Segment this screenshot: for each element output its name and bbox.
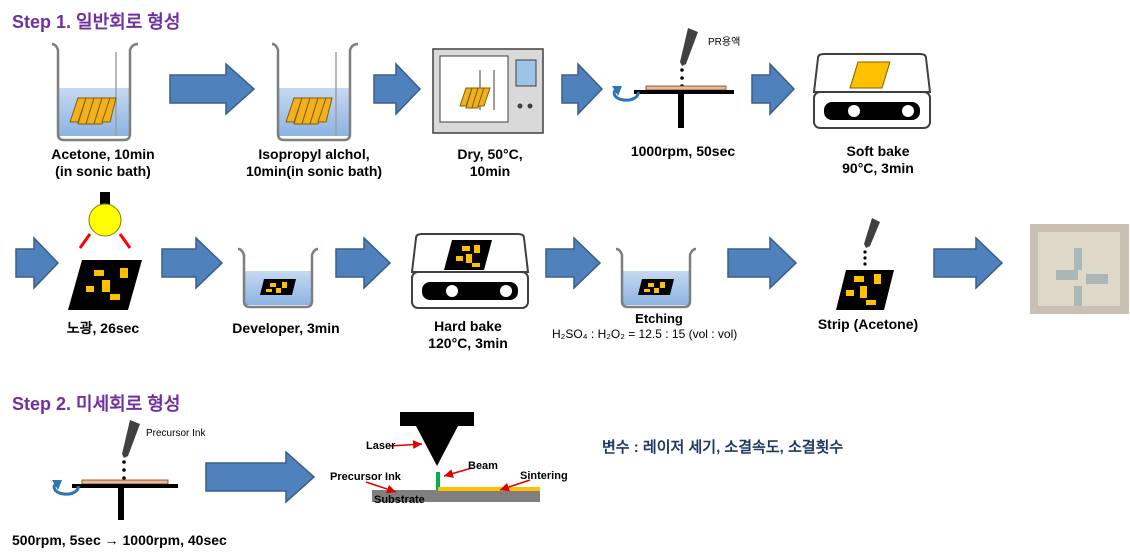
ipa-beaker-icon — [271, 42, 359, 142]
sintering-label: Sintering — [520, 470, 568, 482]
pr-solution-label: PR용액 — [708, 37, 741, 48]
flow-arrow — [335, 236, 392, 290]
flow-arrow — [561, 62, 604, 116]
etching-beaker-icon — [615, 247, 697, 309]
flow-arrow — [933, 236, 1004, 290]
strip-wafer-icon — [836, 218, 894, 310]
step2-title: Step 2. 미세회로 형성 — [12, 394, 181, 414]
step-label: Dry, 50°C,10min — [457, 146, 523, 179]
hot-plate-icon — [410, 233, 530, 309]
step-label: Etching — [635, 311, 683, 326]
substrate-label: Substrate — [374, 494, 425, 506]
step-label: 노광, 26sec — [66, 320, 140, 336]
precursor-ink-label: Precursor Ink — [330, 471, 401, 483]
step-label: Acetone, 10min(in sonic bath) — [51, 146, 155, 179]
laser-label: Laser — [366, 440, 396, 452]
step-label: Strip (Acetone) — [817, 316, 919, 332]
flow-arrow — [373, 62, 422, 116]
flow-arrow — [161, 236, 224, 290]
step1-title: Step 1. 일반회로 형성 — [12, 12, 181, 32]
step-label: Isopropyl alchol,10min(in sonic bath) — [245, 146, 383, 179]
oven-icon — [432, 48, 544, 134]
spin-coater-icon — [612, 28, 734, 128]
developer-beaker-icon — [237, 247, 319, 309]
result-photo — [1030, 224, 1129, 314]
precursor-ink-label: Precursor Ink — [146, 428, 206, 439]
hot-plate-icon — [812, 53, 932, 129]
variables-label: 변수 : 레이저 세기, 소결속도, 소결횟수 — [602, 439, 844, 456]
step-label: Developer, 3min — [232, 320, 340, 336]
flow-arrow — [205, 450, 316, 504]
flow-arrow — [169, 62, 256, 116]
flow-arrow — [15, 236, 60, 290]
laser-sintering-diagram — [365, 412, 540, 502]
etching-formula: H₂SO₄ : H₂O₂ = 12.5 : 15 (vol : vol) — [552, 327, 738, 341]
spin-condition-label: 500rpm, 5sec → 1000rpm, 40sec — [12, 532, 227, 548]
exposure-lamp-icon — [68, 192, 142, 310]
step-label: 1000rpm, 50sec — [630, 143, 736, 159]
flow-arrow — [727, 236, 798, 290]
flow-arrow — [545, 236, 602, 290]
flow-arrow — [751, 62, 796, 116]
spin-coater-icon — [52, 420, 178, 520]
acetone-beaker-icon — [51, 42, 139, 142]
beam-label: Beam — [468, 460, 498, 472]
